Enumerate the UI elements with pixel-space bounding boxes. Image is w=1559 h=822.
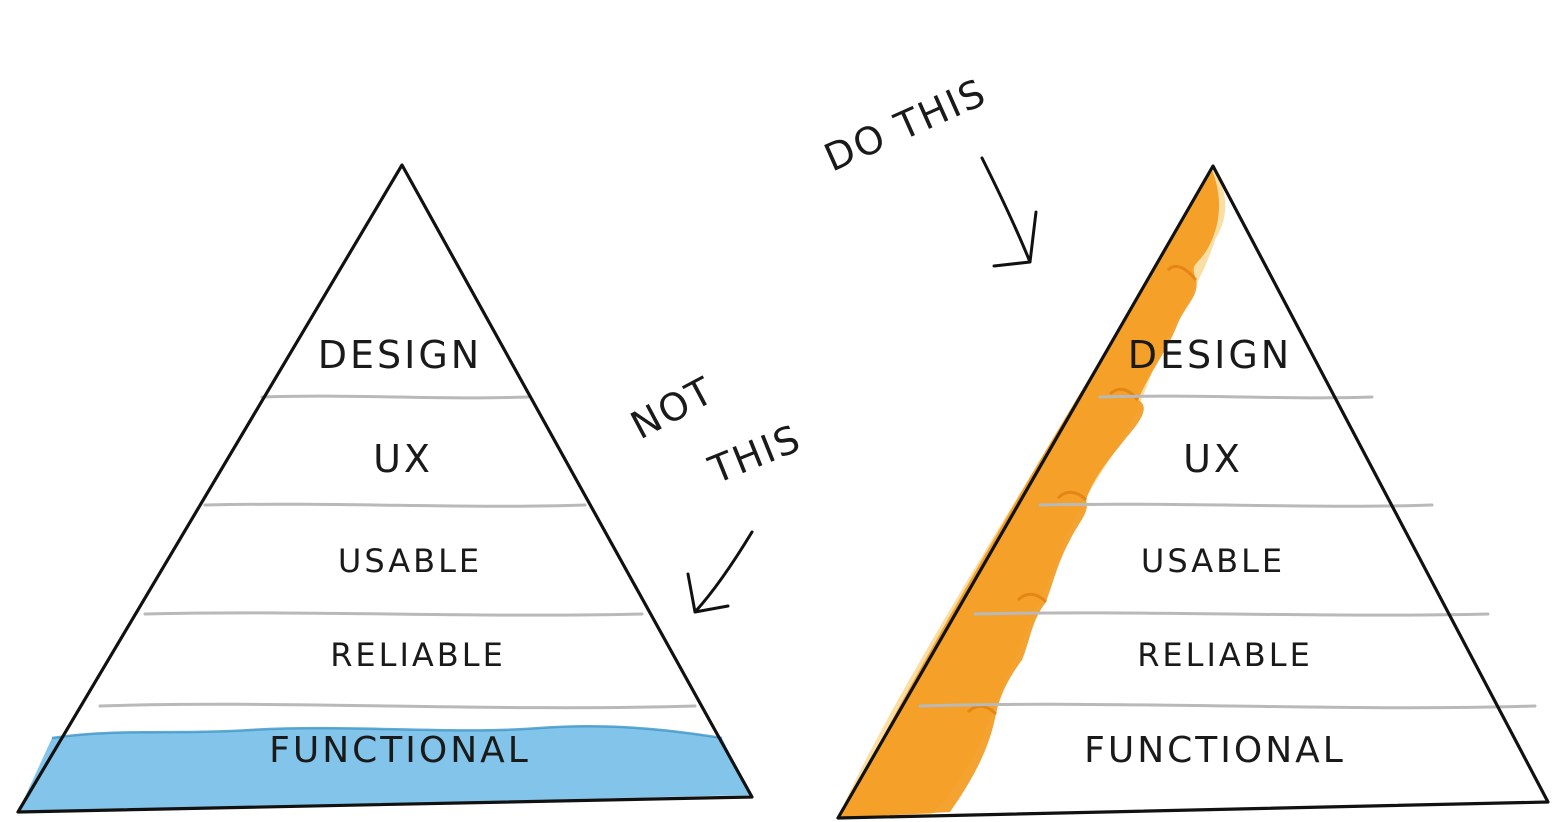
do-this-text: DO THIS <box>818 70 993 180</box>
layer-label-ux-right: UX <box>1183 437 1243 481</box>
layer-label-ux: UX <box>373 437 433 481</box>
do-this-annotation: DO THIS <box>818 70 1038 268</box>
divider-right-4 <box>918 702 1537 710</box>
pyramid-right-outline <box>836 164 1550 820</box>
water-edge <box>51 725 723 740</box>
not-this-text-line2: THIS <box>702 416 808 493</box>
layer-label-usable-right: USABLE <box>1141 542 1285 580</box>
water-wash <box>18 726 750 812</box>
not-this-arrow <box>686 530 754 614</box>
divider-left-4 <box>98 702 697 710</box>
layer-label-design: DESIGN <box>318 333 482 377</box>
layer-label-reliable-right: RELIABLE <box>1137 636 1313 674</box>
divider-right-3 <box>973 611 1490 617</box>
divider-left-3 <box>143 611 644 617</box>
divider-right-2 <box>1038 502 1434 508</box>
pyramid-right: DESIGN UX USABLE RELIABLE FUNCTIONAL <box>836 164 1550 820</box>
not-this-annotation: NOT THIS <box>624 368 808 614</box>
not-this-text-line1: NOT <box>624 368 722 448</box>
pyramid-left-outline <box>16 163 754 814</box>
layer-label-design-right: DESIGN <box>1128 333 1292 377</box>
pyramid-left: DESIGN UX USABLE RELIABLE FUNCTIONAL <box>16 163 754 814</box>
divider-left-1 <box>260 394 530 400</box>
do-this-arrow <box>980 156 1038 268</box>
layer-label-usable: USABLE <box>338 542 482 580</box>
divider-right-1 <box>1098 394 1374 400</box>
fire-flames <box>840 170 1220 818</box>
layer-label-functional: FUNCTIONAL <box>269 730 531 771</box>
layer-label-functional-right: FUNCTIONAL <box>1084 730 1346 771</box>
fire-tongues <box>966 264 1198 716</box>
layer-label-reliable: RELIABLE <box>330 636 506 674</box>
divider-left-2 <box>203 502 587 508</box>
